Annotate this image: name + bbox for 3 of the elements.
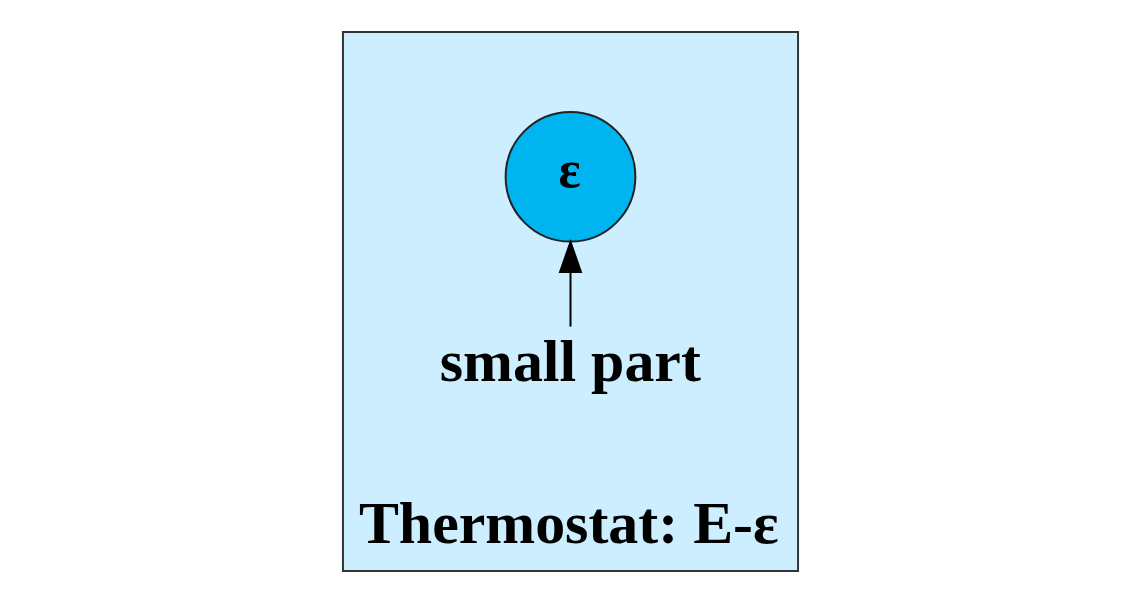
node-text: small part bbox=[439, 328, 701, 395]
node-circle: ε bbox=[504, 110, 637, 243]
arrow bbox=[558, 239, 583, 328]
